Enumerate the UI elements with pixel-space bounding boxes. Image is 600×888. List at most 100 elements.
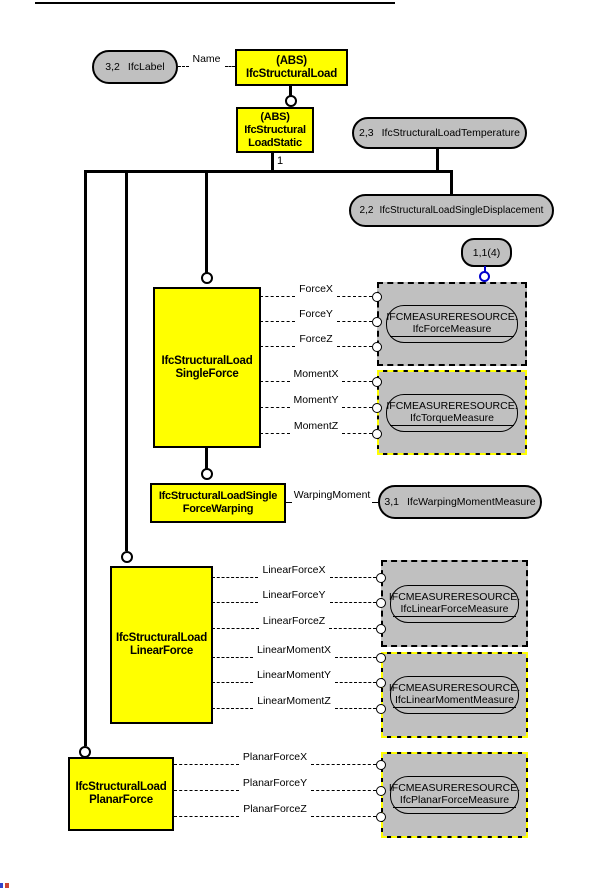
attribute-label: LinearForceY <box>262 589 326 601</box>
dashed-line <box>342 432 372 434</box>
dashed-line <box>212 627 259 629</box>
attribute-label: LinearMomentZ <box>257 695 331 707</box>
page-ref-name: IfcStructuralLoadTemperature <box>381 127 520 139</box>
dashed-line <box>174 789 239 791</box>
schema-name: IFCMEASURERESOURCE. <box>388 782 521 794</box>
page-ref-warpingmomentmeasure[interactable]: 3,1 IfcWarpingMomentMeasure <box>378 485 542 519</box>
subtype-circle <box>79 746 91 758</box>
attribute-label: MomentZ <box>293 420 339 432</box>
page-ref-number: 2,3 <box>359 127 374 139</box>
attribute-label: ForceX <box>299 283 333 295</box>
attr-warpingmoment: WarpingMoment <box>286 489 379 503</box>
dashed-line <box>260 406 290 408</box>
attribute-label: WarpingMoment <box>293 489 371 501</box>
page-ref-ifclabel[interactable]: 3,2 IfcLabel <box>92 50 178 84</box>
attribute-label: LinearMomentY <box>256 669 332 681</box>
attribute-connector-circle <box>376 653 386 663</box>
extref-forcemeasure[interactable]: IFCMEASURERESOURCE. IfcForceMeasure <box>377 282 527 366</box>
abstract-marker: (ABS) <box>276 54 307 67</box>
attribute-connector-circle <box>376 598 386 608</box>
extref-torquemeasure[interactable]: IFCMEASURERESOURCE. IfcTorqueMeasure <box>377 370 527 455</box>
dashed-line <box>260 345 296 347</box>
dashed-line <box>260 380 290 382</box>
attribute-label: LinearForceZ <box>262 615 326 627</box>
subtype-line <box>205 448 208 469</box>
attribute-label: MomentY <box>293 394 339 406</box>
attr-planarforcey: PlanarForceY <box>174 777 386 796</box>
dashed-line <box>311 789 377 791</box>
entity-ifcstructuralloadstatic[interactable]: (ABS) IfcStructural LoadStatic <box>236 107 314 153</box>
attr-linearforcez: LinearForceZ <box>212 615 386 634</box>
dashed-line <box>342 406 372 408</box>
attribute-label: Name <box>192 53 221 65</box>
attr-linearmomentx: LinearMomentX <box>212 644 386 663</box>
dashed-line <box>260 432 290 434</box>
attribute-label: PlanarForceY <box>242 777 308 789</box>
dashed-line <box>260 320 296 322</box>
dashed-line <box>329 576 376 578</box>
external-schema-oval: IFCMEASURERESOURCE. IfcForceMeasure <box>386 305 518 343</box>
attribute-label: PlanarForceX <box>242 751 308 763</box>
dashed-line <box>286 501 292 503</box>
entity-name-line1: IfcStructuralLoad <box>75 781 167 793</box>
subtype-stub-line <box>271 152 274 171</box>
attr-planarforcez: PlanarForceZ <box>174 803 386 822</box>
extref-linearforcemeasure[interactable]: IFCMEASURERESOURCE. IfcLinearForceMeasur… <box>381 560 528 647</box>
dashed-line <box>260 295 296 297</box>
attr-forcez: ForceZ <box>260 333 382 352</box>
page-ref-select[interactable]: 1,1(4) <box>461 238 512 267</box>
entity-name: IfcStructuralLoad <box>246 67 337 80</box>
dashed-line <box>334 707 376 709</box>
attr-momenty: MomentY <box>260 394 382 413</box>
extref-planarforcemeasure[interactable]: IFCMEASURERESOURCE. IfcPlanarForceMeasur… <box>381 752 528 838</box>
dashed-line <box>224 65 236 67</box>
entity-name-line1: IfcStructuralLoad <box>161 354 253 367</box>
type-name: IfcTorqueMeasure <box>389 412 515 426</box>
extref-linearmomentmeasure[interactable]: IFCMEASURERESOURCE. IfcLinearMomentMeasu… <box>381 652 528 738</box>
dashed-line <box>336 295 372 297</box>
page-ref-number: 1,1(4) <box>472 246 501 259</box>
dashed-line <box>372 501 379 503</box>
external-schema-oval: IFCMEASURERESOURCE. IfcTorqueMeasure <box>386 393 518 432</box>
attribute-connector-circle <box>372 377 382 387</box>
page-ref-loadtemperature[interactable]: 2,3 IfcStructuralLoadTemperature <box>352 117 527 149</box>
attribute-label: PlanarForceZ <box>243 803 307 815</box>
subtype-circle <box>201 468 213 480</box>
entity-name-line1: IfcStructural <box>244 123 306 136</box>
name-attribute-line: Name <box>178 53 236 67</box>
schema-name: IFCMEASURERESOURCE. <box>388 590 521 603</box>
attribute-connector-circle <box>376 812 386 822</box>
type-name: IfcLinearMomentMeasure <box>393 694 516 708</box>
attribute-label: LinearForceX <box>262 564 326 576</box>
schema-name: IFCMEASURERESOURCE. <box>386 311 518 323</box>
entity-linearforce[interactable]: IfcStructuralLoad LinearForce <box>110 566 213 724</box>
schema-name: IFCMEASURERESOURCE. <box>386 399 518 412</box>
dashed-line <box>212 681 253 683</box>
corner-artifact <box>0 883 9 888</box>
page-ref-number: 3,2 <box>105 61 120 73</box>
attribute-connector-circle <box>376 786 386 796</box>
attr-planarforcex: PlanarForceX <box>174 751 386 770</box>
attr-linearmomenty: LinearMomentY <box>212 669 386 688</box>
entity-name-line2: LoadStatic <box>248 136 302 149</box>
subtype-circle <box>121 551 133 563</box>
dashed-line <box>178 65 189 67</box>
subtype-circle <box>201 272 213 284</box>
external-schema-oval: IFCMEASURERESOURCE. IfcPlanarForceMeasur… <box>388 776 521 814</box>
page-ref-singledisplacement[interactable]: 2,2 IfcStructuralLoadSingleDisplacement <box>349 194 554 227</box>
select-link-line <box>484 266 486 273</box>
attr-forcey: ForceY <box>260 308 382 327</box>
page-ref-name: IfcLabel <box>127 61 165 73</box>
attribute-connector-circle <box>376 573 386 583</box>
attribute-connector-circle <box>376 704 386 714</box>
entity-forcewarping[interactable]: IfcStructuralLoadSingle ForceWarping <box>150 483 286 523</box>
top-rule <box>35 2 395 4</box>
entity-name-line2: PlanarForce <box>89 794 153 806</box>
entity-planarforce[interactable]: IfcStructuralLoad PlanarForce <box>68 757 174 831</box>
dashed-line <box>174 815 240 817</box>
dashed-line <box>174 763 239 765</box>
entity-name-line2: ForceWarping <box>182 503 254 515</box>
entity-ifcstructuralload[interactable]: (ABS) IfcStructuralLoad <box>235 49 348 86</box>
entity-singleforce[interactable]: IfcStructuralLoad SingleForce <box>153 287 261 448</box>
subtype-branch-hline <box>84 170 453 173</box>
